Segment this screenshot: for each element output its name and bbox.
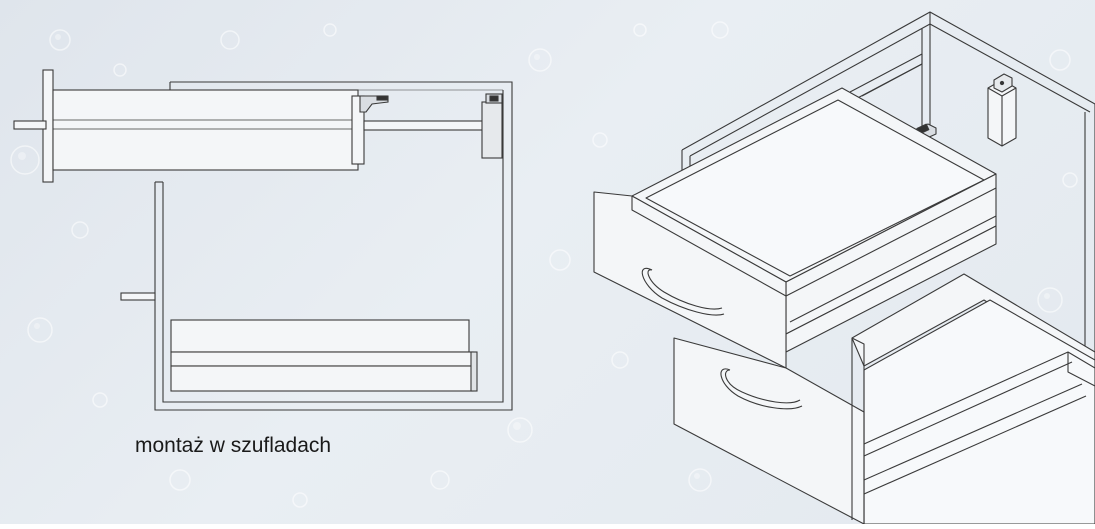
drawer-push-rod [120,292,156,301]
rear-damper-block [481,101,503,159]
piston-rod [363,120,485,131]
isometric-lower-drawer [673,273,1095,524]
cylinder-body [52,89,359,171]
drawer-section [170,319,478,392]
caption-label: montaż w szufladach [135,434,332,457]
side-section-view [13,69,513,411]
mount-rod [13,120,47,130]
isometric-damper [987,73,1017,147]
isometric-view [593,11,1095,524]
isometric-upper-drawer [593,87,997,369]
